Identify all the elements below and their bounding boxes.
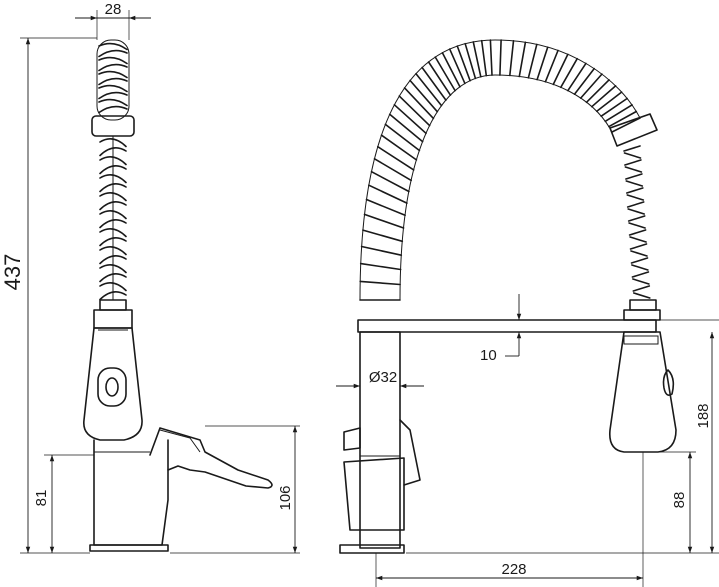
dim-head-height: 188 bbox=[695, 403, 712, 428]
front-hose-coils bbox=[623, 145, 651, 299]
side-hose-collar bbox=[91, 115, 135, 137]
front-spout-bar bbox=[357, 319, 657, 333]
front-spring-collar bbox=[609, 113, 658, 147]
side-view: 28 437 81 106 bbox=[0, 1, 300, 554]
front-connector bbox=[629, 299, 657, 311]
front-spring-coils bbox=[359, 39, 641, 301]
side-spray-head bbox=[83, 327, 143, 441]
side-head-button bbox=[97, 367, 127, 407]
dim-head-clearance: 88 bbox=[671, 492, 688, 509]
side-base bbox=[89, 544, 169, 552]
dim-lever-height: 106 bbox=[277, 485, 294, 510]
dim-hose-width: 28 bbox=[105, 1, 122, 18]
front-spring-outline bbox=[359, 39, 641, 301]
front-body-column bbox=[359, 331, 401, 549]
side-body bbox=[93, 439, 169, 546]
dim-total-height: 437 bbox=[0, 254, 25, 291]
front-base bbox=[339, 544, 405, 554]
dim-spout-thickness: 10 bbox=[480, 347, 497, 364]
dim-body-diameter: Ø32 bbox=[369, 369, 397, 386]
dim-spout-reach: 228 bbox=[501, 561, 526, 578]
front-lever-left bbox=[343, 427, 361, 451]
side-top-spring bbox=[96, 39, 130, 121]
side-connector bbox=[99, 299, 127, 311]
dim-body-height: 81 bbox=[33, 490, 50, 507]
front-view: Ø32 10 188 88 228 bbox=[336, 39, 719, 587]
front-head-button bbox=[662, 369, 675, 396]
front-lever bbox=[399, 419, 421, 486]
side-lever bbox=[149, 427, 273, 489]
side-head-collar bbox=[93, 309, 133, 329]
